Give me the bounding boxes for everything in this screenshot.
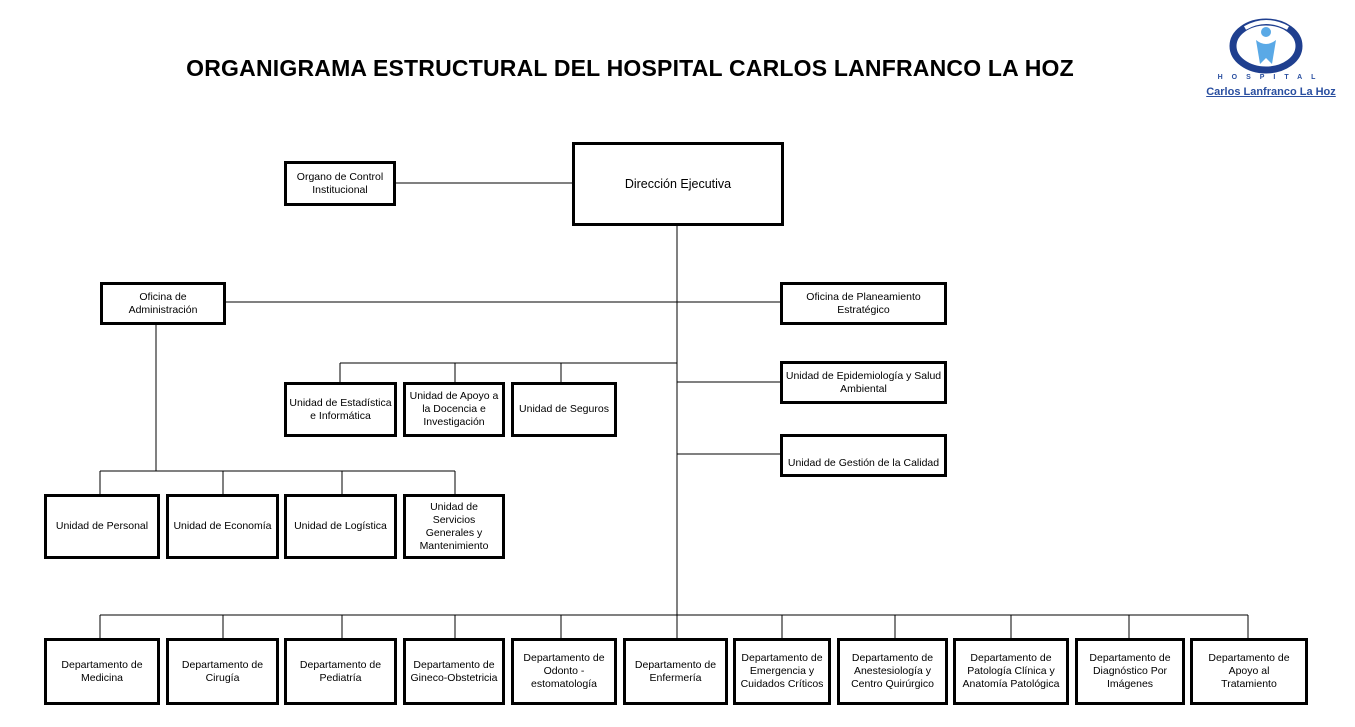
logo-caption-small: HOSPITAL [1217, 74, 1325, 81]
node-label: Unidad de Estadística e Informática [289, 396, 392, 422]
node-departamento-odonto[interactable]: Departamento de Odonto - estomatología [511, 638, 617, 705]
node-label: Departamento de Diagnóstico Por Imágenes [1089, 652, 1171, 690]
node-unidad-servicios[interactable]: Unidad de Servicios Generales y Mantenim… [403, 494, 505, 559]
node-unidad-calidad[interactable]: Unidad de Gestión de la Calidad [780, 434, 947, 477]
node-departamento-pediatria[interactable]: Departamento de Pediatría [284, 638, 397, 705]
node-label: Dirección Ejecutiva [624, 176, 732, 191]
node-departamento-gineco[interactable]: Departamento de Gineco-Obstetricia [403, 638, 505, 705]
hospital-emblem-icon [1229, 18, 1303, 74]
node-organo-control[interactable]: Organo de Control Institucional [284, 161, 396, 206]
node-label: Departamento de Enfermería [634, 658, 717, 684]
node-departamento-patologia[interactable]: Departamento de Patología Clínica y Anat… [953, 638, 1069, 705]
node-departamento-emergencia[interactable]: Departamento de Emergencia y Cuidados Cr… [733, 638, 831, 705]
node-label: Unidad de Apoyo a la Docencia e Investig… [409, 390, 499, 428]
node-label: Unidad de Personal [55, 520, 149, 532]
node-label: Departamento de Emergencia y Cuidados Cr… [740, 652, 824, 690]
node-unidad-epidemiologia[interactable]: Unidad de Epidemiología y Salud Ambienta… [780, 361, 947, 404]
node-unidad-economia[interactable]: Unidad de Economía [166, 494, 279, 559]
node-oficina-administracion[interactable]: Oficina de Administración [100, 282, 226, 325]
node-label: Unidad de Economía [173, 520, 272, 532]
node-departamento-diagnostico[interactable]: Departamento de Diagnóstico Por Imágenes [1075, 638, 1185, 705]
node-label: Unidad de Seguros [519, 403, 609, 415]
node-departamento-anestesiologia[interactable]: Departamento de Anestesiología y Centro … [837, 638, 948, 705]
node-unidad-seguros[interactable]: Unidad de Seguros [511, 382, 617, 437]
node-label: Departamento de Cirugía [181, 658, 264, 684]
node-label: Unidad de Epidemiología y Salud Ambienta… [785, 369, 942, 395]
node-unidad-estadistica[interactable]: Unidad de Estadística e Informática [284, 382, 397, 437]
node-departamento-enfermeria[interactable]: Departamento de Enfermería [623, 638, 728, 705]
node-unidad-personal[interactable]: Unidad de Personal [44, 494, 160, 559]
node-unidad-logistica[interactable]: Unidad de Logística [284, 494, 397, 559]
node-departamento-apoyo[interactable]: Departamento de Apoyo al Tratamiento [1190, 638, 1308, 705]
logo-caption: Carlos Lanfranco La Hoz [1206, 86, 1336, 98]
node-unidad-docencia[interactable]: Unidad de Apoyo a la Docencia e Investig… [403, 382, 505, 437]
node-label: Unidad de Servicios Generales y Mantenim… [419, 500, 489, 552]
node-label: Departamento de Odonto - estomatología [523, 652, 605, 690]
node-departamento-medicina[interactable]: Departamento de Medicina [44, 638, 160, 705]
node-label: Organo de Control Institucional [296, 170, 384, 196]
node-direccion-ejecutiva[interactable]: Dirección Ejecutiva [572, 142, 784, 226]
node-oficina-planeamiento[interactable]: Oficina de Planeamiento Estratégico [780, 282, 947, 325]
node-label: Unidad de Logística [294, 520, 387, 532]
hospital-logo: HOSPITAL Carlos Lanfranco La Hoz [1200, 18, 1342, 104]
node-label: Departamento de Patología Clínica y Anat… [962, 652, 1060, 690]
node-label: Departamento de Gineco-Obstetricia [410, 658, 498, 684]
page-title: ORGANIGRAMA ESTRUCTURAL DEL HOSPITAL CAR… [186, 55, 1074, 81]
node-label: Unidad de Gestión de la Calidad [787, 457, 940, 469]
node-departamento-cirugia[interactable]: Departamento de Cirugía [166, 638, 279, 705]
node-label: Departamento de Anestesiología y Centro … [851, 652, 934, 690]
node-label: Oficina de Planeamiento Estratégico [806, 290, 921, 316]
node-label: Oficina de Administración [128, 290, 198, 316]
node-label: Departamento de Medicina [61, 658, 143, 684]
node-label: Departamento de Apoyo al Tratamiento [1208, 652, 1290, 690]
node-label: Departamento de Pediatría [299, 658, 382, 684]
